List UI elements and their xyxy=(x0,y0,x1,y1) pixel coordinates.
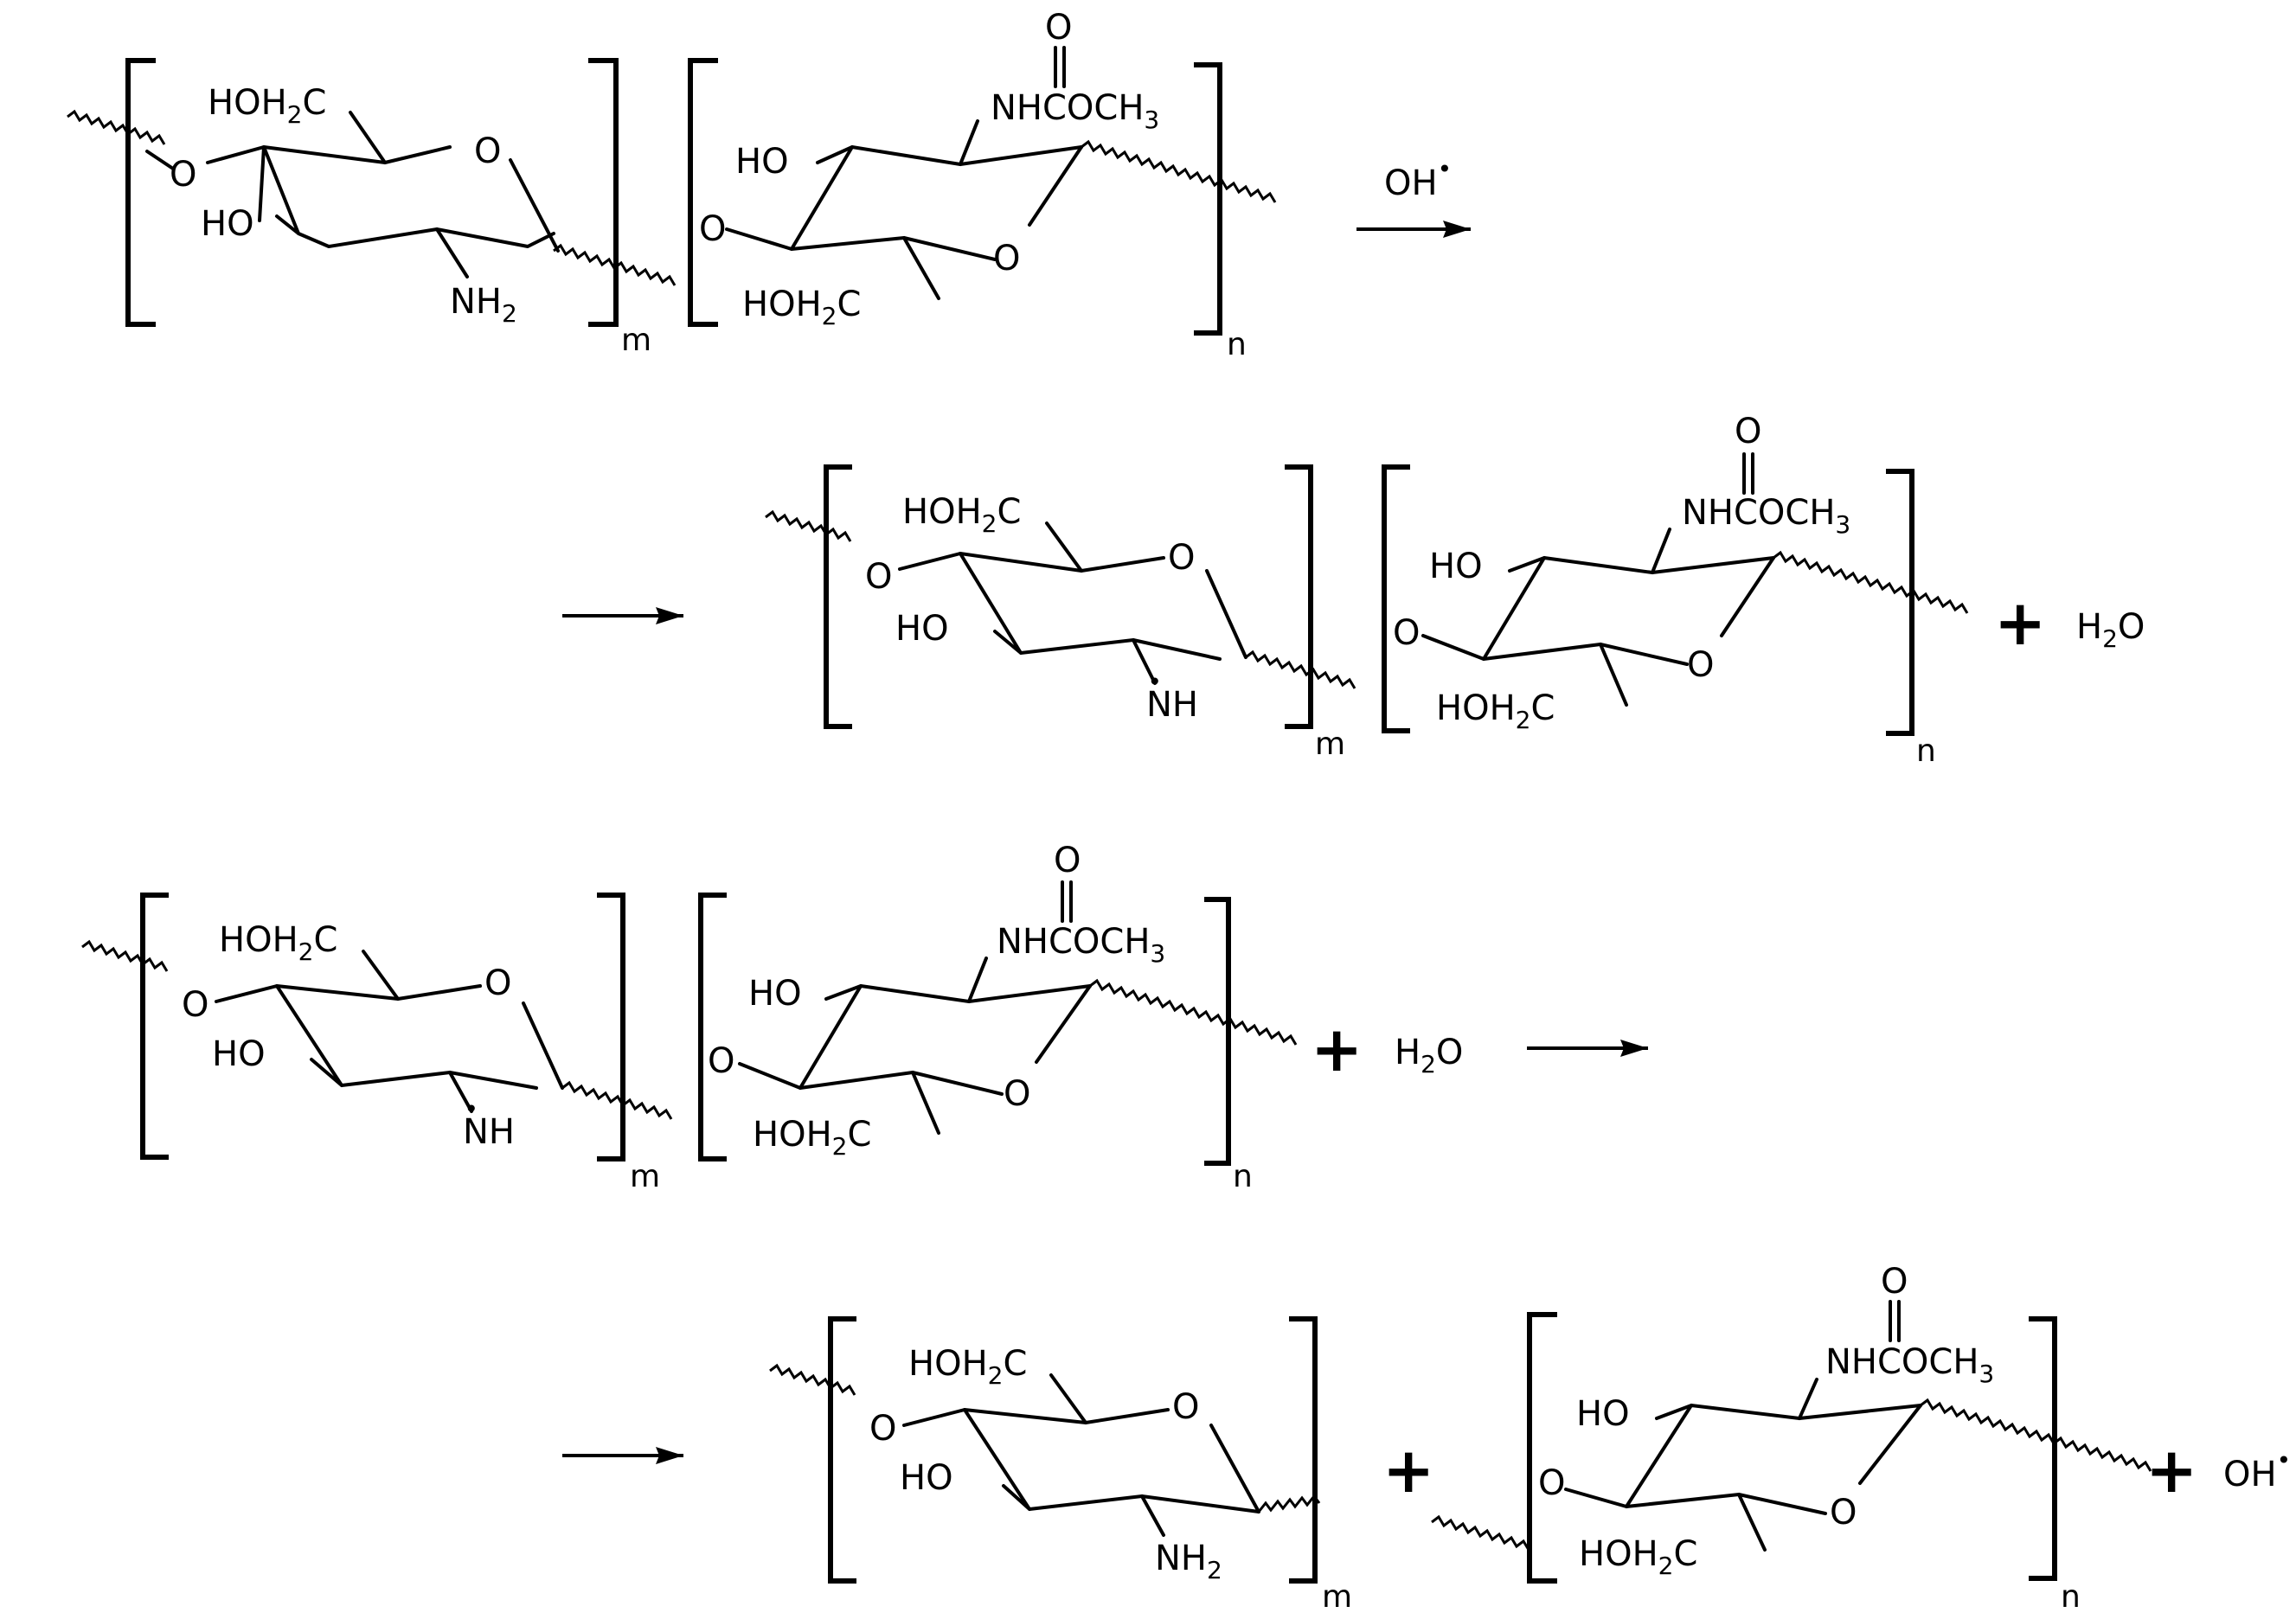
r1-nh2: NH2 xyxy=(450,282,517,328)
row4-products xyxy=(769,1300,2152,1584)
r2-nh-radical: •NH xyxy=(1146,668,1198,725)
right-bracket xyxy=(588,58,619,327)
r3-h2o: H2O xyxy=(1395,1033,1463,1078)
r2-ring-o-a: O xyxy=(1168,538,1195,578)
row2-product xyxy=(765,452,1969,736)
r4-nhcoch3: NHCOCH3 xyxy=(1825,1342,1994,1388)
r3-carbonyl-o: O xyxy=(1054,841,1081,880)
r2-n: n xyxy=(1916,733,1936,769)
r2-h2o: H2O xyxy=(2076,607,2145,653)
r2-hoh2c-b: HOH2C xyxy=(1436,688,1555,734)
r4-plus-b: + xyxy=(2145,1434,2197,1507)
r3-nhcoch3: NHCOCH3 xyxy=(997,922,1165,968)
r3-hoh2c-a: HOH2C xyxy=(219,920,337,966)
r1-n: n xyxy=(1227,327,1247,362)
r4-o-a: O xyxy=(869,1409,896,1449)
r4-n: n xyxy=(2061,1579,2081,1615)
r2-ho-b: HO xyxy=(1429,547,1483,586)
r2-ho-a: HO xyxy=(895,609,949,649)
r1-hoh2c-a: HOH2C xyxy=(208,83,326,129)
row1-reactant xyxy=(67,46,1277,336)
r1-nhcoch3: NHCOCH3 xyxy=(991,88,1159,134)
r1-ho-b: HO xyxy=(735,142,789,182)
r3-ring-o-a: O xyxy=(484,963,511,1003)
r4-m: m xyxy=(1322,1579,1352,1615)
r1-m: m xyxy=(621,323,651,358)
r1-ring-o-b: O xyxy=(993,239,1020,278)
r4-oh-radical: OH• xyxy=(2223,1446,2291,1494)
r3-m: m xyxy=(630,1159,660,1194)
r4-o-link: O xyxy=(1538,1463,1565,1503)
r3-ho-b: HO xyxy=(748,974,802,1014)
r4-ho-b: HO xyxy=(1576,1394,1630,1434)
r3-n: n xyxy=(1233,1159,1253,1194)
r2-o-a: O xyxy=(865,557,892,597)
r1-o-a: O xyxy=(170,155,196,195)
r1-reagent-oh: OH• xyxy=(1384,155,1452,203)
r3-ring-o-b: O xyxy=(1004,1074,1030,1114)
r3-hoh2c-b: HOH2C xyxy=(753,1115,871,1161)
r4-nh2: NH2 xyxy=(1155,1539,1222,1584)
row3-reactant xyxy=(81,880,1298,1166)
r4-carbonyl-o: O xyxy=(1881,1262,1908,1302)
r1-o-link: O xyxy=(699,209,726,249)
r1-ring-o-a: O xyxy=(474,131,501,171)
r4-ring-o-b: O xyxy=(1830,1493,1857,1533)
r2-carbonyl-o: O xyxy=(1735,412,1761,451)
r2-m: m xyxy=(1315,726,1345,762)
r4-ring-o-a: O xyxy=(1172,1387,1199,1427)
r4-ho-a: HO xyxy=(900,1458,953,1498)
r1-ho-a: HO xyxy=(201,204,254,244)
r3-o-link: O xyxy=(708,1041,734,1081)
r3-plus: + xyxy=(1311,1013,1363,1085)
r4-plus-a: + xyxy=(1382,1434,1434,1507)
r2-hoh2c-a: HOH2C xyxy=(902,492,1021,538)
left-bracket xyxy=(125,58,156,327)
r3-o-a: O xyxy=(182,985,208,1025)
r2-plus: + xyxy=(1994,586,2046,659)
r4-hoh2c-a: HOH2C xyxy=(908,1344,1027,1390)
r2-o-link: O xyxy=(1393,613,1420,653)
r1-hoh2c-b: HOH2C xyxy=(742,285,861,330)
r1-carbonyl-o: O xyxy=(1045,8,1072,48)
r3-nh-radical: •NH xyxy=(463,1095,515,1152)
r2-ring-o-b: O xyxy=(1687,645,1714,685)
r3-ho-a: HO xyxy=(212,1034,266,1074)
r4-hoh2c-b: HOH2C xyxy=(1579,1534,1697,1580)
r2-nhcoch3: NHCOCH3 xyxy=(1682,493,1850,539)
